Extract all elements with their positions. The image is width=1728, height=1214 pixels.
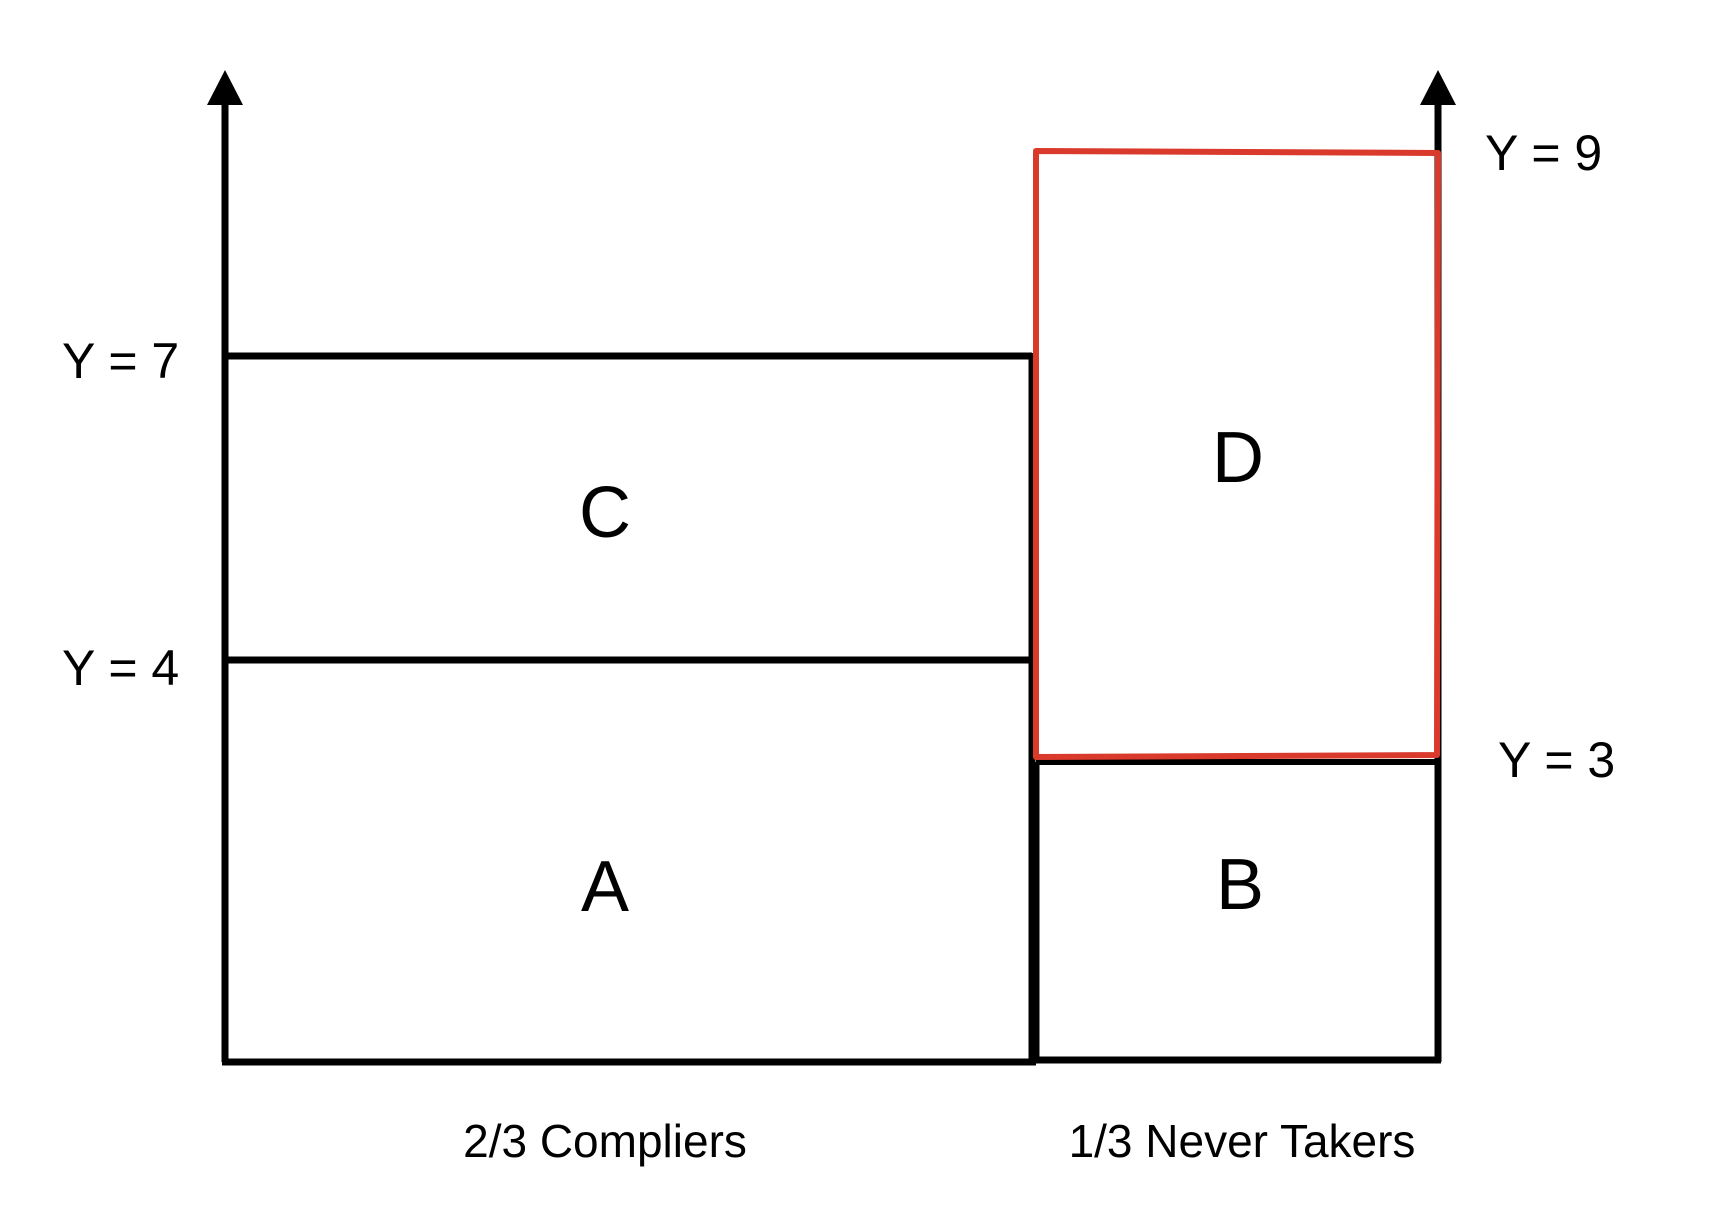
left-axis-arrow-icon bbox=[207, 70, 243, 105]
right-tick-label: Y = 9 bbox=[1485, 125, 1602, 181]
region-label-c: C bbox=[579, 473, 631, 553]
group-label-compliers: 2/3 Compliers bbox=[463, 1115, 747, 1167]
region-label-a: A bbox=[581, 847, 629, 927]
right-tick-label: Y = 3 bbox=[1498, 732, 1615, 788]
region-d-highlight bbox=[1033, 148, 1441, 760]
right-axis-arrow-icon bbox=[1420, 70, 1456, 105]
left-tick-label: Y = 4 bbox=[62, 640, 179, 696]
region-label-b: B bbox=[1216, 845, 1264, 925]
region-label-d: D bbox=[1212, 418, 1264, 498]
left-tick-label: Y = 7 bbox=[62, 333, 179, 389]
group-label-never-takers: 1/3 Never Takers bbox=[1069, 1115, 1416, 1167]
